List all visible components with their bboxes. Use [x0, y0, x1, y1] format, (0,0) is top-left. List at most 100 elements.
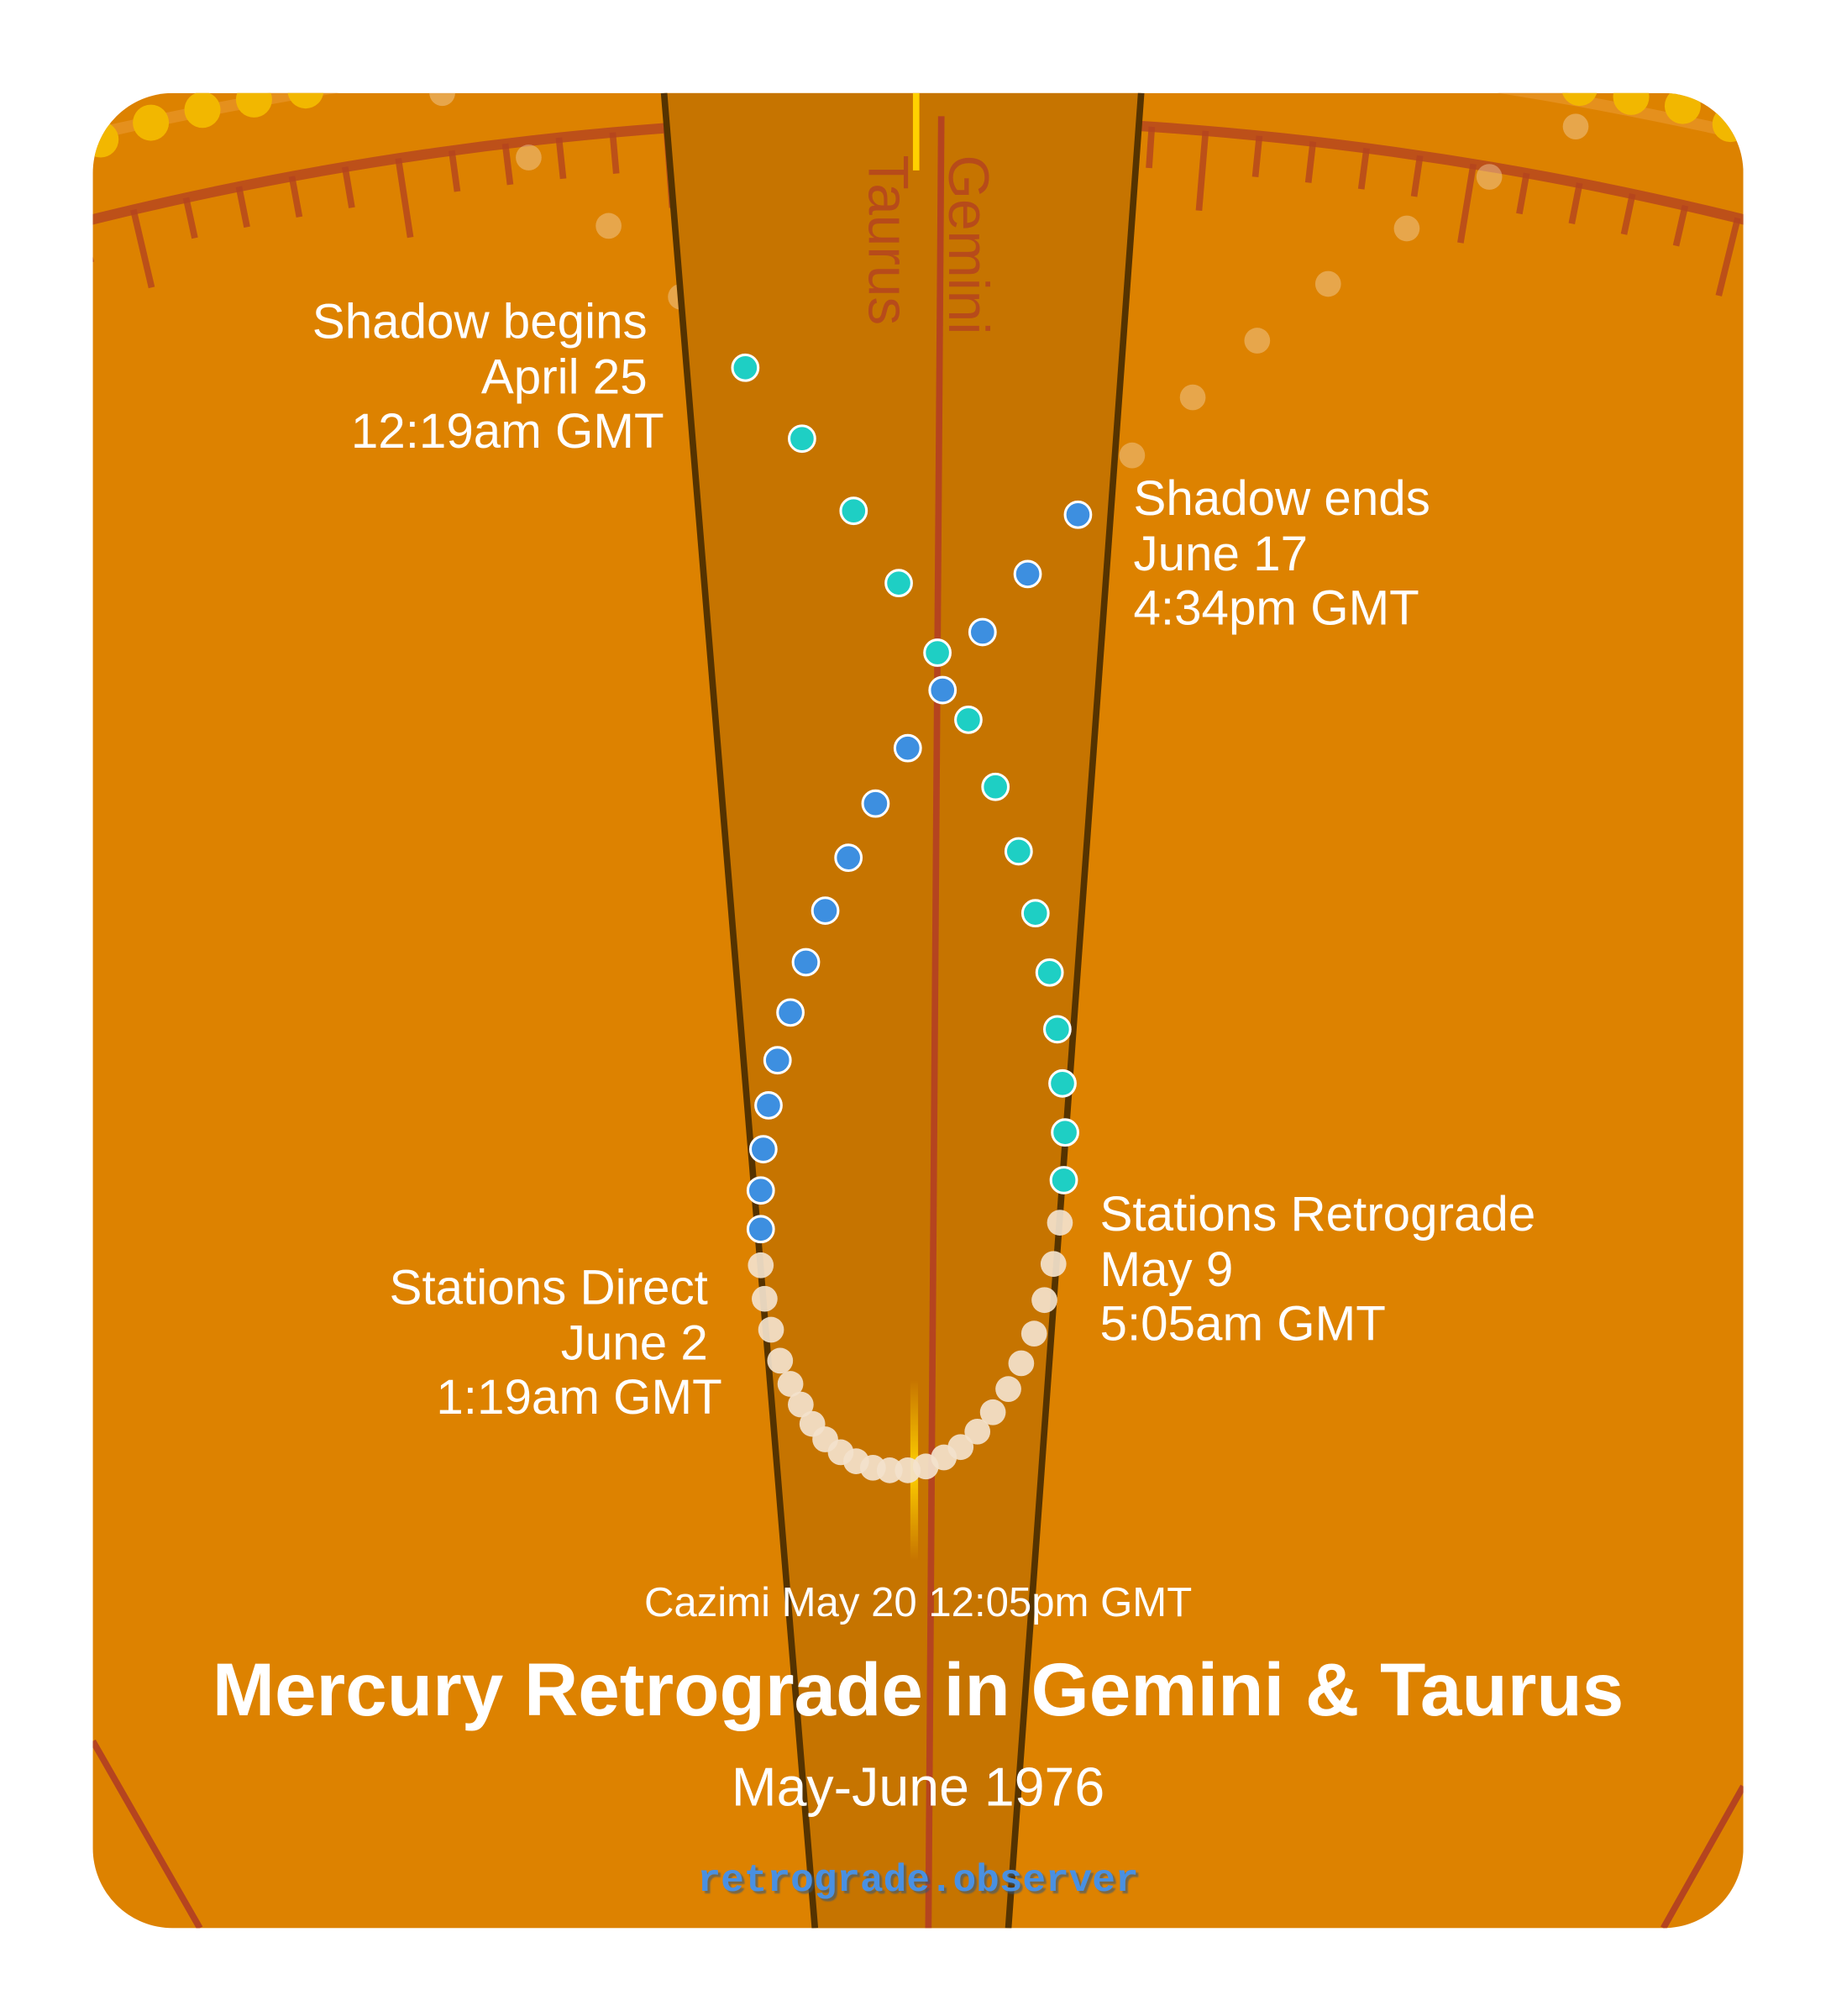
sun-path-dot — [1393, 215, 1420, 242]
event-date: June 2 — [561, 1315, 708, 1370]
planet-dot — [133, 104, 170, 141]
pre-shadow-dot — [1035, 958, 1064, 987]
event-date: May 9 — [1100, 1242, 1234, 1297]
retrograde-dot — [1020, 1320, 1047, 1347]
degree-tick — [555, 137, 567, 180]
wheel-spoke — [92, 1739, 203, 1929]
sun-path-dot — [429, 92, 455, 107]
retrograde-dot — [895, 1457, 921, 1483]
pre-shadow-dot — [788, 424, 816, 454]
post-shadow-dot — [746, 1176, 775, 1205]
degree-tick — [1568, 182, 1583, 224]
planet-dot — [184, 92, 221, 129]
sign-band — [664, 92, 1141, 1929]
degree-tick — [501, 143, 514, 186]
retrograde-dot — [777, 1371, 804, 1397]
planet-dot — [235, 92, 272, 118]
retrograde-dot — [1031, 1287, 1057, 1314]
event-time: 1:19am GMT — [436, 1370, 721, 1425]
post-shadow-dot — [811, 896, 840, 925]
pre-shadow-dot — [1004, 837, 1033, 866]
site-link[interactable]: retrograde.observer — [698, 1859, 1139, 1903]
degree-tick — [341, 166, 355, 208]
degree-tick — [1620, 193, 1636, 235]
event-date: April 25 — [481, 349, 648, 404]
pre-shadow-dot — [1049, 1166, 1078, 1194]
pre-shadow-dot — [954, 705, 983, 734]
retrograde-dot — [1040, 1251, 1067, 1278]
sun-path-dot — [1179, 384, 1206, 411]
degree-tick — [1357, 147, 1370, 190]
sun-path-dot — [1314, 270, 1341, 297]
label-shadow-ends: Shadow ends June 17 4:34pm GMT — [1133, 471, 1430, 635]
sign-boundary-line — [925, 116, 945, 1929]
post-shadow-dot — [834, 843, 863, 873]
pre-shadow-dot — [731, 353, 760, 382]
planet-dot — [287, 92, 324, 109]
retrograde-dot — [799, 1410, 826, 1437]
sun-glow-top — [912, 92, 920, 171]
label-stations-direct: Stations Direct June 2 1:19am GMT — [390, 1260, 722, 1424]
page-title: Mercury Retrograde in Gemini & Taurus — [212, 1647, 1624, 1731]
degree-tick — [449, 150, 461, 192]
post-shadow-dot — [1063, 500, 1093, 529]
degree-tick — [1457, 163, 1477, 244]
event-time: 4:34pm GMT — [1133, 580, 1419, 635]
retrograde-dot — [1008, 1350, 1035, 1377]
pre-shadow-dot — [1051, 1118, 1079, 1147]
pre-shadow-dot — [1042, 1015, 1072, 1044]
post-shadow-dot — [861, 789, 890, 818]
sun-path-dot — [516, 144, 542, 171]
degree-tick — [1304, 141, 1317, 183]
pre-shadow-dot — [981, 772, 1010, 801]
band-edge-left — [660, 92, 819, 1929]
retrograde-dot — [1047, 1210, 1073, 1236]
pre-shadow-dot — [839, 496, 868, 526]
degree-tick — [1410, 155, 1424, 197]
planet-dot — [1613, 92, 1650, 115]
post-shadow-dot — [754, 1091, 783, 1120]
event-name: Shadow ends — [1133, 471, 1430, 526]
retrograde-dot — [964, 1418, 991, 1445]
degree-tick — [395, 157, 414, 239]
retrograde-dot — [788, 1391, 814, 1418]
degree-tick — [92, 221, 95, 264]
planet-dot — [1664, 92, 1701, 124]
pre-shadow-dot — [884, 569, 913, 598]
sun-path-dot — [1244, 328, 1271, 354]
planet-dot — [1561, 92, 1598, 107]
degree-tick — [235, 186, 250, 228]
post-shadow-dot — [746, 1215, 775, 1244]
sign-label-taurus: Taurus — [857, 155, 920, 325]
band-edge-right — [1005, 92, 1145, 1929]
post-shadow-dot — [968, 617, 997, 647]
degree-tick — [1195, 130, 1209, 211]
event-name: Stations Direct — [390, 1260, 708, 1315]
wheel-spoke — [1660, 1784, 1744, 1929]
post-shadow-dot — [748, 1135, 778, 1163]
planet-dot — [92, 121, 119, 158]
pre-shadow-dot — [1020, 899, 1050, 928]
sun-path-dot — [1476, 164, 1503, 190]
degree-tick — [130, 208, 155, 289]
degree-tick — [1715, 217, 1741, 297]
post-shadow-dot — [776, 998, 805, 1027]
post-shadow-dot — [763, 1046, 792, 1075]
label-shadow-begins: Shadow begins April 25 12:19am GMT — [312, 294, 664, 458]
retrograde-dot — [979, 1399, 1006, 1425]
cazimi-label: Cazimi May 20 12:05pm GMT — [644, 1580, 1192, 1625]
sign-label-gemini: Gemini — [936, 155, 999, 334]
event-name: Stations Retrograde — [1100, 1187, 1536, 1242]
sun-path-dot — [1119, 442, 1146, 469]
sun-path-dot — [1562, 113, 1589, 140]
sun-path-dot — [595, 213, 622, 239]
event-time: 5:05am GMT — [1100, 1296, 1386, 1351]
subtitle: May-June 1976 — [732, 1757, 1104, 1818]
retrograde-dot — [748, 1252, 774, 1278]
degree-tick — [1251, 135, 1263, 177]
post-shadow-dot — [928, 675, 957, 705]
event-date: June 17 — [1133, 527, 1308, 581]
degree-tick — [1146, 126, 1156, 169]
degree-tick — [1516, 172, 1530, 215]
